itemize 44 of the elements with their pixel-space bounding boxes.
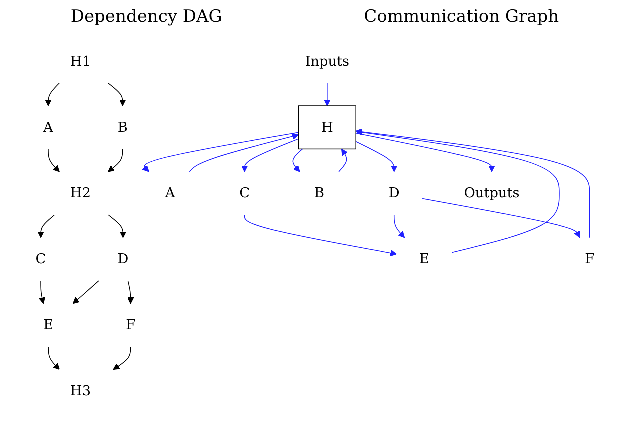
arrow [38, 280, 46, 304]
node-text: H1 [70, 54, 91, 70]
node-text: Outputs [464, 186, 520, 202]
arrow [44, 82, 60, 106]
arrow [108, 148, 124, 172]
arrow [324, 82, 331, 106]
arrow [189, 133, 299, 172]
node-text: C [36, 252, 46, 268]
arrow [394, 214, 405, 238]
node-text: Inputs [305, 54, 350, 70]
arrow [142, 132, 299, 172]
node-text: H2 [70, 186, 91, 202]
arrow [244, 214, 397, 257]
node-text: A [165, 186, 175, 202]
node-text: E [419, 252, 430, 268]
arrow [356, 129, 560, 254]
arrow [356, 128, 590, 238]
node-text: F [126, 317, 136, 334]
arrow [108, 214, 126, 238]
arrow [292, 148, 303, 172]
arrow [422, 198, 580, 238]
arrow [48, 346, 60, 370]
arrow [48, 148, 60, 172]
node-text: A [43, 120, 54, 136]
node-text: F [584, 252, 594, 268]
arrow [108, 82, 126, 106]
node-text: B [314, 186, 324, 202]
node-text: E [43, 317, 54, 334]
arrow [338, 148, 348, 172]
node-text: D [118, 252, 129, 268]
arrow [241, 138, 299, 172]
panel-heading: Dependency DAG [70, 7, 222, 27]
arrow [72, 280, 100, 304]
arrow [127, 280, 134, 304]
arrow [38, 214, 55, 238]
arrow [356, 132, 496, 172]
node-text: C [239, 186, 250, 202]
node-text: H3 [70, 383, 91, 400]
node-box: H [298, 106, 356, 150]
panel-heading: Communication Graph [364, 7, 560, 27]
arrow [113, 346, 131, 370]
node-text: B [118, 120, 128, 136]
arrow [356, 141, 398, 172]
node-text: D [388, 186, 400, 202]
